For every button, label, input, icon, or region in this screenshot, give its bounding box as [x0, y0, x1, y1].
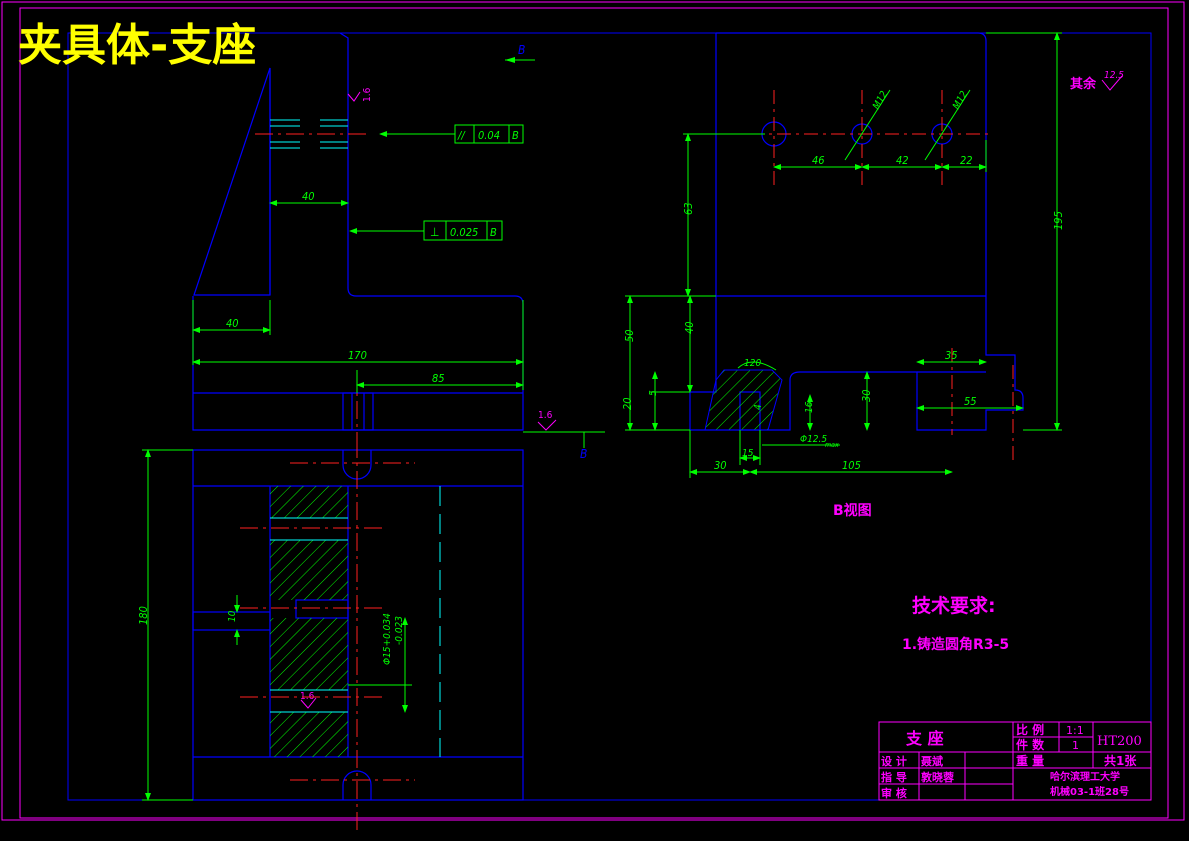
part-name: 支 座: [905, 729, 944, 748]
dim-phi-sub: max: [825, 441, 839, 449]
guide-name: 敦晓蓉: [921, 770, 955, 784]
hatched-section: [270, 712, 348, 757]
b-view-label: B视图: [833, 502, 872, 519]
dim-63: 63: [682, 202, 695, 215]
perpendicularity-value: 0.025: [450, 226, 478, 239]
quantity-label: 件 数: [1016, 737, 1045, 752]
drawing-title: 夹具体-支座: [18, 20, 256, 71]
dim-46: 46: [812, 154, 825, 167]
tolerance-lower: -0.023: [394, 616, 405, 645]
hatched-section: [270, 618, 348, 690]
scale-value: 1:1: [1066, 724, 1084, 737]
perpendicularity-datum: B: [490, 226, 497, 239]
parallelism-datum: B: [512, 129, 519, 142]
remaining-roughness-symbol: [1101, 75, 1123, 91]
dim-22: 22: [960, 154, 973, 167]
dim-42: 42: [896, 154, 909, 167]
roughness-symbol: [300, 91, 557, 709]
section-label-top: B: [518, 43, 525, 57]
dim-170: 170: [348, 349, 367, 362]
dim-85: 85: [432, 372, 445, 385]
dim-40: 40: [683, 321, 696, 334]
guide-label: 指 导: [881, 770, 907, 784]
sheet-count: 共1张: [1104, 753, 1137, 768]
weight-label: 重 量: [1016, 753, 1044, 768]
design-label: 设 计: [881, 754, 907, 768]
parallelism-frame: [454, 124, 524, 144]
drawing-frame: [67, 32, 1152, 801]
hatched-section: [270, 540, 348, 600]
dim-35: 35: [945, 349, 958, 362]
dim-phi-12-5: Φ12.5: [800, 434, 827, 445]
dim-40-top: 40: [302, 190, 315, 203]
roughness-value: 1.6: [362, 87, 373, 102]
dim-m12: M12: [871, 89, 890, 111]
parallelism-value: 0.04: [478, 129, 500, 142]
dim-4: 4: [753, 404, 764, 410]
parallelism-symbol: //: [457, 129, 466, 142]
front-view-slots: [270, 119, 348, 149]
dim-5: 5: [648, 390, 659, 396]
top-view: [192, 449, 524, 801]
hatched-dovetail: [704, 369, 783, 431]
dim-20: 20: [621, 397, 634, 410]
material: HT200: [1097, 734, 1142, 749]
title-block: [878, 721, 1152, 801]
dim-195: 195: [1052, 211, 1065, 230]
dim-30: 30: [714, 459, 727, 472]
design-name: 聂斌: [920, 754, 943, 768]
outer-border: [1, 1, 1185, 821]
dim-15: 15: [742, 448, 754, 459]
quantity-value: 1: [1072, 739, 1079, 752]
dim-16: 16: [804, 401, 815, 413]
hatched-section: [270, 486, 348, 518]
perpendicularity-frame: [423, 220, 503, 241]
tech-req-item: 1.铸造圆角R3-5: [902, 636, 1009, 653]
remaining-roughness-label: 其余: [1070, 76, 1097, 92]
inner-border: [19, 7, 1169, 819]
perpendicularity-symbol: ⊥: [430, 225, 439, 239]
class-info: 机械03-1班28号: [1050, 785, 1129, 798]
dim-120-angle: 120: [744, 358, 761, 369]
dim-10: 10: [227, 610, 238, 622]
dim-40-bottom: 40: [226, 317, 239, 330]
dim-55: 55: [964, 395, 977, 408]
dim-105: 105: [842, 459, 861, 472]
tolerance-main: Φ15+0.034: [382, 613, 393, 665]
scale-label: 比 例: [1016, 722, 1044, 737]
dim-30-vertical: 30: [860, 389, 873, 402]
roughness-value: 1.6: [538, 410, 553, 421]
remaining-roughness-value: 12.5: [1104, 70, 1124, 81]
review-label: 审 核: [881, 786, 907, 800]
tech-req-heading: 技术要求:: [912, 594, 996, 617]
section-label-bottom: B: [580, 447, 587, 461]
dim-180: 180: [137, 606, 150, 625]
dim-50: 50: [623, 329, 636, 342]
dim-m12: M12: [951, 89, 970, 111]
school-name: 哈尔滨理工大学: [1050, 770, 1120, 783]
